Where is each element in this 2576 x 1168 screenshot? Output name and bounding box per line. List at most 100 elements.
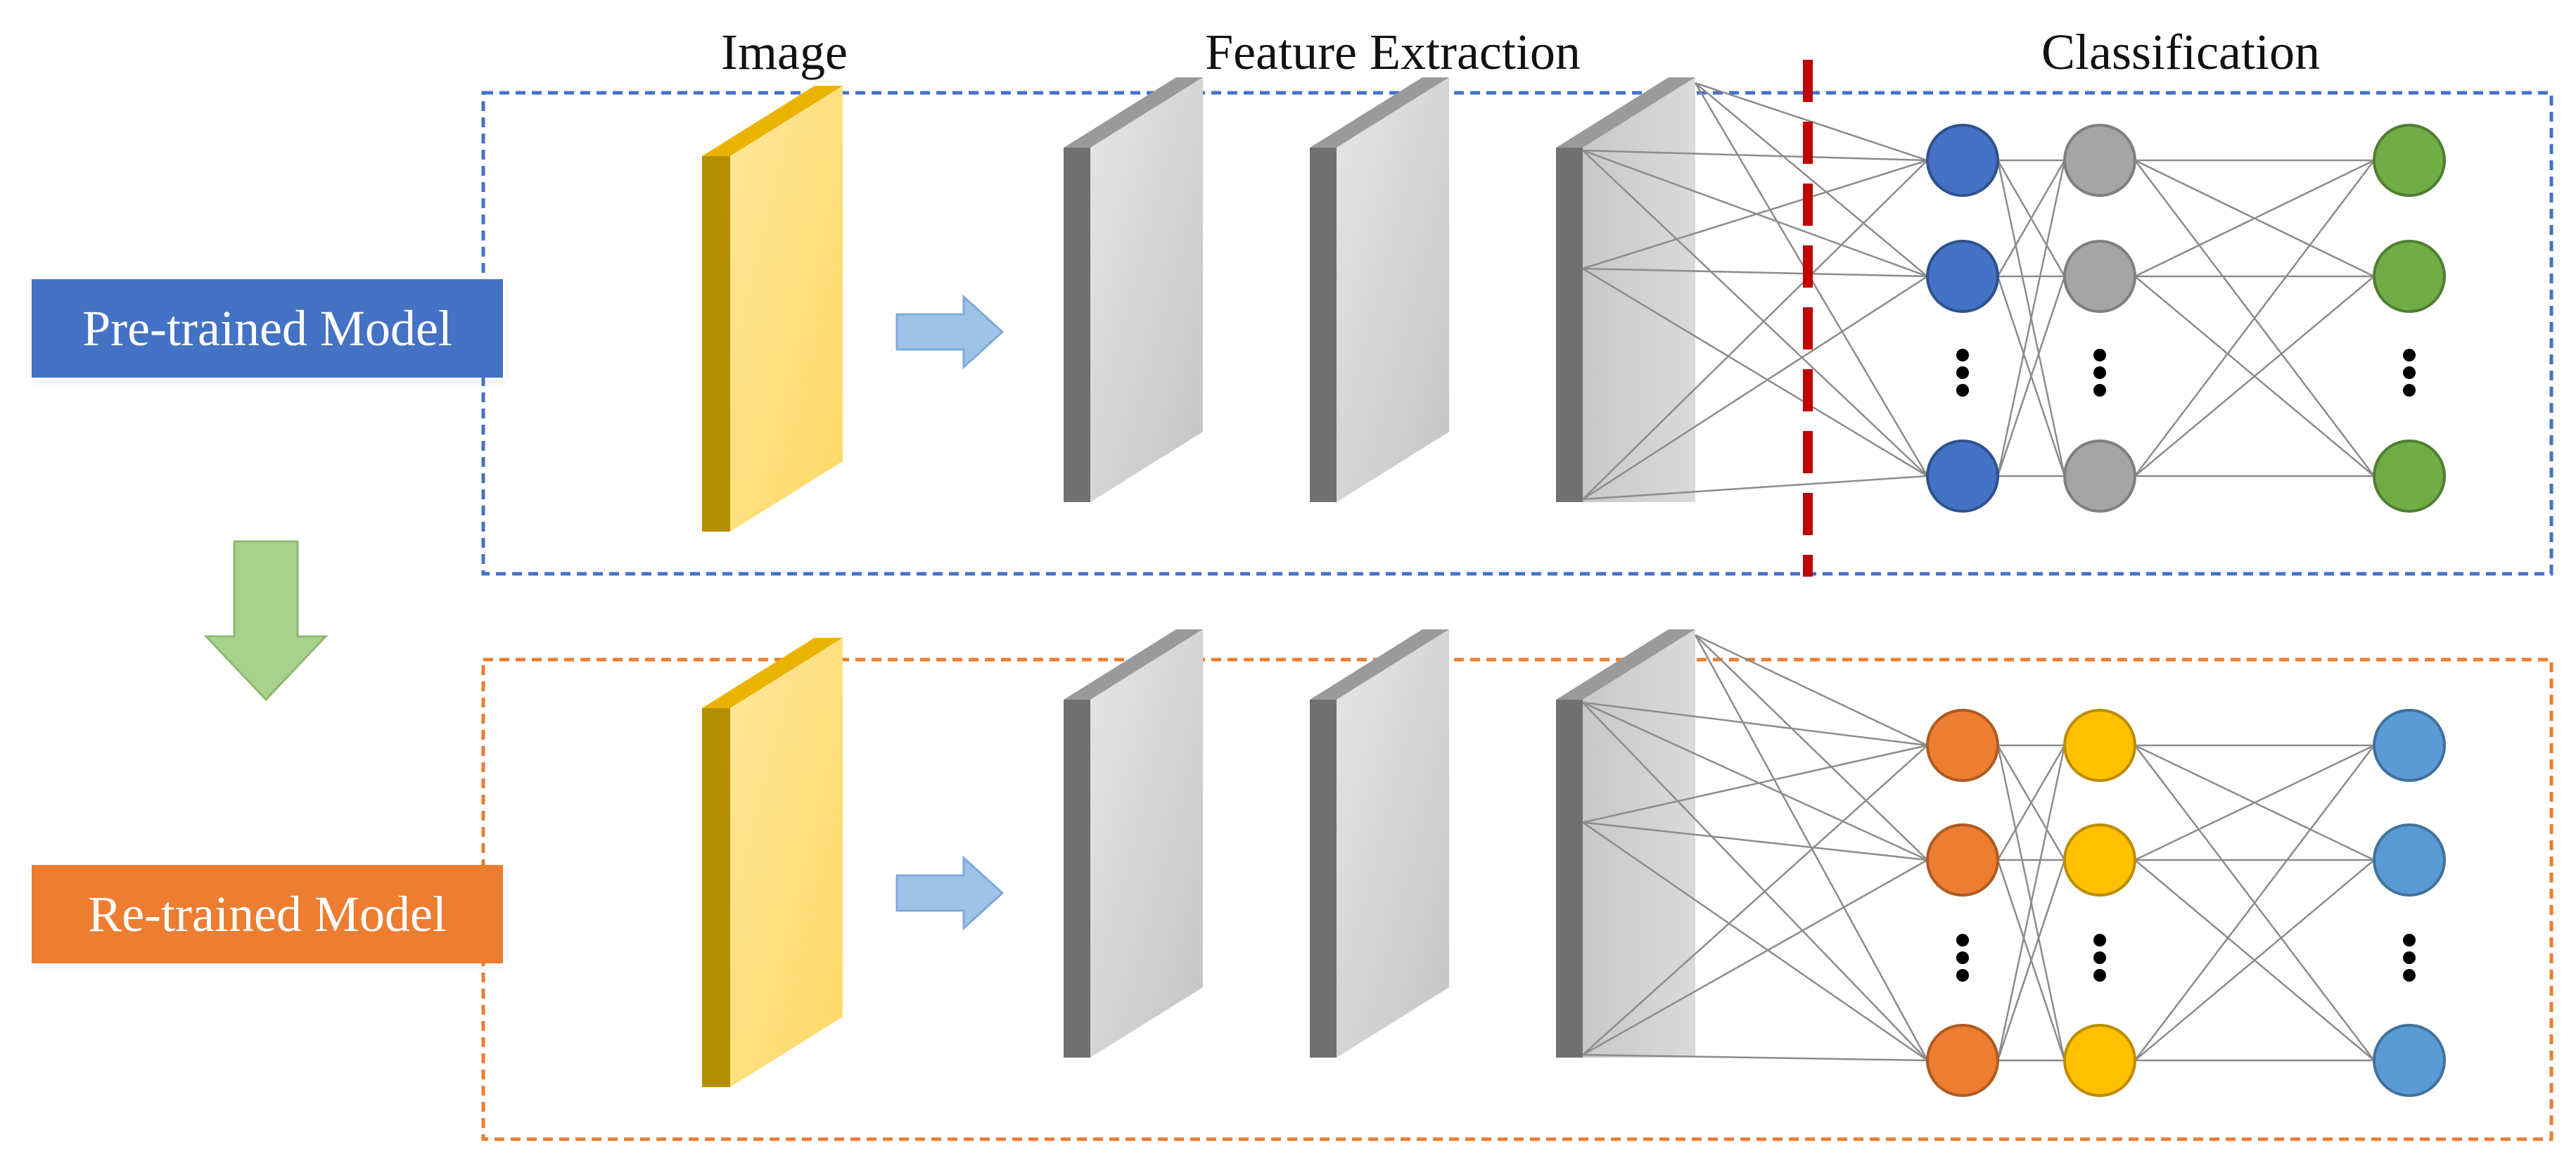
- connection-line: [1582, 702, 1928, 1061]
- retrained-image-block-side: [702, 708, 730, 1087]
- ellipsis-icon: [2093, 349, 2106, 397]
- connection-line: [1582, 160, 1928, 500]
- ellipsis-dot: [2403, 934, 2416, 946]
- connection-line: [1582, 275, 1928, 501]
- ellipsis-dot: [2403, 951, 2416, 964]
- header-feature-extraction: Feature Extraction: [1205, 24, 1581, 80]
- ellipsis-dot: [1956, 934, 1969, 946]
- retrained-feature-block-1-top: [1064, 629, 1203, 700]
- retrained-image-block-top: [702, 638, 843, 708]
- retrained-feature-block-2-top: [1310, 629, 1449, 700]
- ellipsis-dot: [1956, 366, 1969, 379]
- retrained-node-L3-1: [2373, 709, 2446, 782]
- connection-line: [1582, 701, 1928, 747]
- retrained-feature-block-2-face: [1337, 629, 1449, 1058]
- connection-line: [2134, 859, 2375, 1061]
- ellipsis-icon: [2093, 934, 2106, 982]
- pretrained-node-L2-2: [2063, 240, 2136, 313]
- connection-line: [1695, 634, 1928, 747]
- pretrained-image-block-face: [730, 86, 843, 532]
- ellipsis-dot: [2403, 366, 2416, 379]
- pretrained-feature-block-3-side: [1556, 148, 1583, 502]
- retrained-feature-block-3-side: [1556, 700, 1583, 1058]
- down-arrow-icon: [203, 540, 329, 702]
- connection-line: [1582, 475, 1928, 501]
- connection-line: [1996, 745, 2066, 861]
- connection-line: [1582, 821, 1928, 861]
- retrained-node-L2-1: [2063, 709, 2136, 782]
- retrained-feature-block-3-top: [1556, 629, 1695, 700]
- connection-line: [1582, 701, 1928, 861]
- ellipsis-dot: [2093, 384, 2106, 397]
- connection-line: [1695, 82, 1928, 277]
- retrained-model-frame: [481, 657, 2553, 1141]
- retrained-node-L1-2: [1926, 823, 1999, 897]
- pretrained-feature-block-3-top: [1556, 77, 1695, 148]
- connection-line: [1996, 160, 2066, 277]
- ellipsis-dot: [2093, 366, 2106, 379]
- connection-line: [1996, 859, 2066, 1061]
- ellipsis-dot: [2093, 969, 2106, 982]
- connection-line: [1582, 745, 1928, 1055]
- retrained-node-L1-1: [1926, 709, 1999, 782]
- ellipsis-dot: [2093, 349, 2106, 361]
- pretrained-node-L3-1: [2373, 124, 2446, 197]
- ellipsis-dot: [2403, 969, 2416, 982]
- ellipsis-icon: [2403, 349, 2416, 397]
- ellipsis-dot: [1956, 969, 1969, 982]
- pretrained-node-L2-1: [2063, 124, 2136, 197]
- connection-line: [1582, 150, 1928, 477]
- connection-line: [1582, 821, 1928, 1062]
- ellipsis-dot: [1956, 384, 1969, 397]
- pretrained-node-L1-1: [1926, 124, 1999, 197]
- pretrained-model-frame: [481, 91, 2553, 576]
- ellipsis-icon: [1956, 349, 1969, 397]
- connection-line: [2134, 159, 2375, 278]
- pretrained-image-block-top: [702, 86, 843, 156]
- pretrained-node-L1-2: [1926, 240, 1999, 313]
- pretrained-feature-block-2-side: [1310, 148, 1337, 502]
- retrained-feature-block-1-side: [1064, 700, 1090, 1058]
- pretrained-feature-block-2-face: [1337, 77, 1449, 502]
- pretrained-image-block-side: [702, 156, 730, 532]
- right-arrow-icon: [895, 855, 1005, 931]
- ellipsis-dot: [2093, 951, 2106, 964]
- pretrained-node-L3-2: [2373, 240, 2446, 313]
- connection-line: [1582, 267, 1928, 278]
- ellipsis-dot: [2093, 934, 2106, 946]
- ellipsis-icon: [2403, 934, 2416, 982]
- ellipsis-dot: [1956, 349, 1969, 361]
- pretrained-feature-block-1-side: [1064, 148, 1090, 502]
- retrained-node-L3-3: [2373, 1024, 2446, 1097]
- pretrained-feature-block-1-top: [1064, 77, 1203, 148]
- retrained-node-L2-2: [2063, 823, 2136, 897]
- connection-line: [2134, 276, 2375, 477]
- ellipsis-dot: [1956, 951, 1969, 964]
- connection-line: [2134, 745, 2375, 1061]
- connection-line: [1582, 267, 1928, 477]
- header-image: Image: [721, 24, 848, 80]
- ellipsis-icon: [1956, 934, 1969, 982]
- connection-line: [1996, 745, 2066, 1061]
- connection-line: [1996, 276, 2066, 477]
- retrained-image-block-face: [730, 638, 843, 1087]
- connection-line: [1695, 634, 1928, 861]
- pretrained-feature-block-2-top: [1310, 77, 1449, 148]
- pretrained-feature-block-3-face: [1583, 77, 1695, 502]
- ellipsis-dot: [2403, 349, 2416, 361]
- pre-trained-model-label: Pre-trained Model: [32, 279, 503, 378]
- re-trained-model-label: Re-trained Model: [32, 865, 503, 963]
- retrained-feature-block-1-face: [1090, 629, 1203, 1058]
- header-classification: Classification: [2041, 24, 2320, 80]
- pretrained-node-L1-3: [1926, 439, 1999, 513]
- pretrained-feature-block-1-face: [1090, 77, 1203, 502]
- retrained-node-L3-2: [2373, 823, 2446, 897]
- connection-line: [1582, 149, 1928, 162]
- retrained-feature-block-2-side: [1310, 700, 1337, 1058]
- right-arrow-icon: [895, 294, 1005, 370]
- connection-line: [2134, 160, 2375, 477]
- ellipsis-dot: [2403, 384, 2416, 397]
- connection-line: [1996, 160, 2066, 477]
